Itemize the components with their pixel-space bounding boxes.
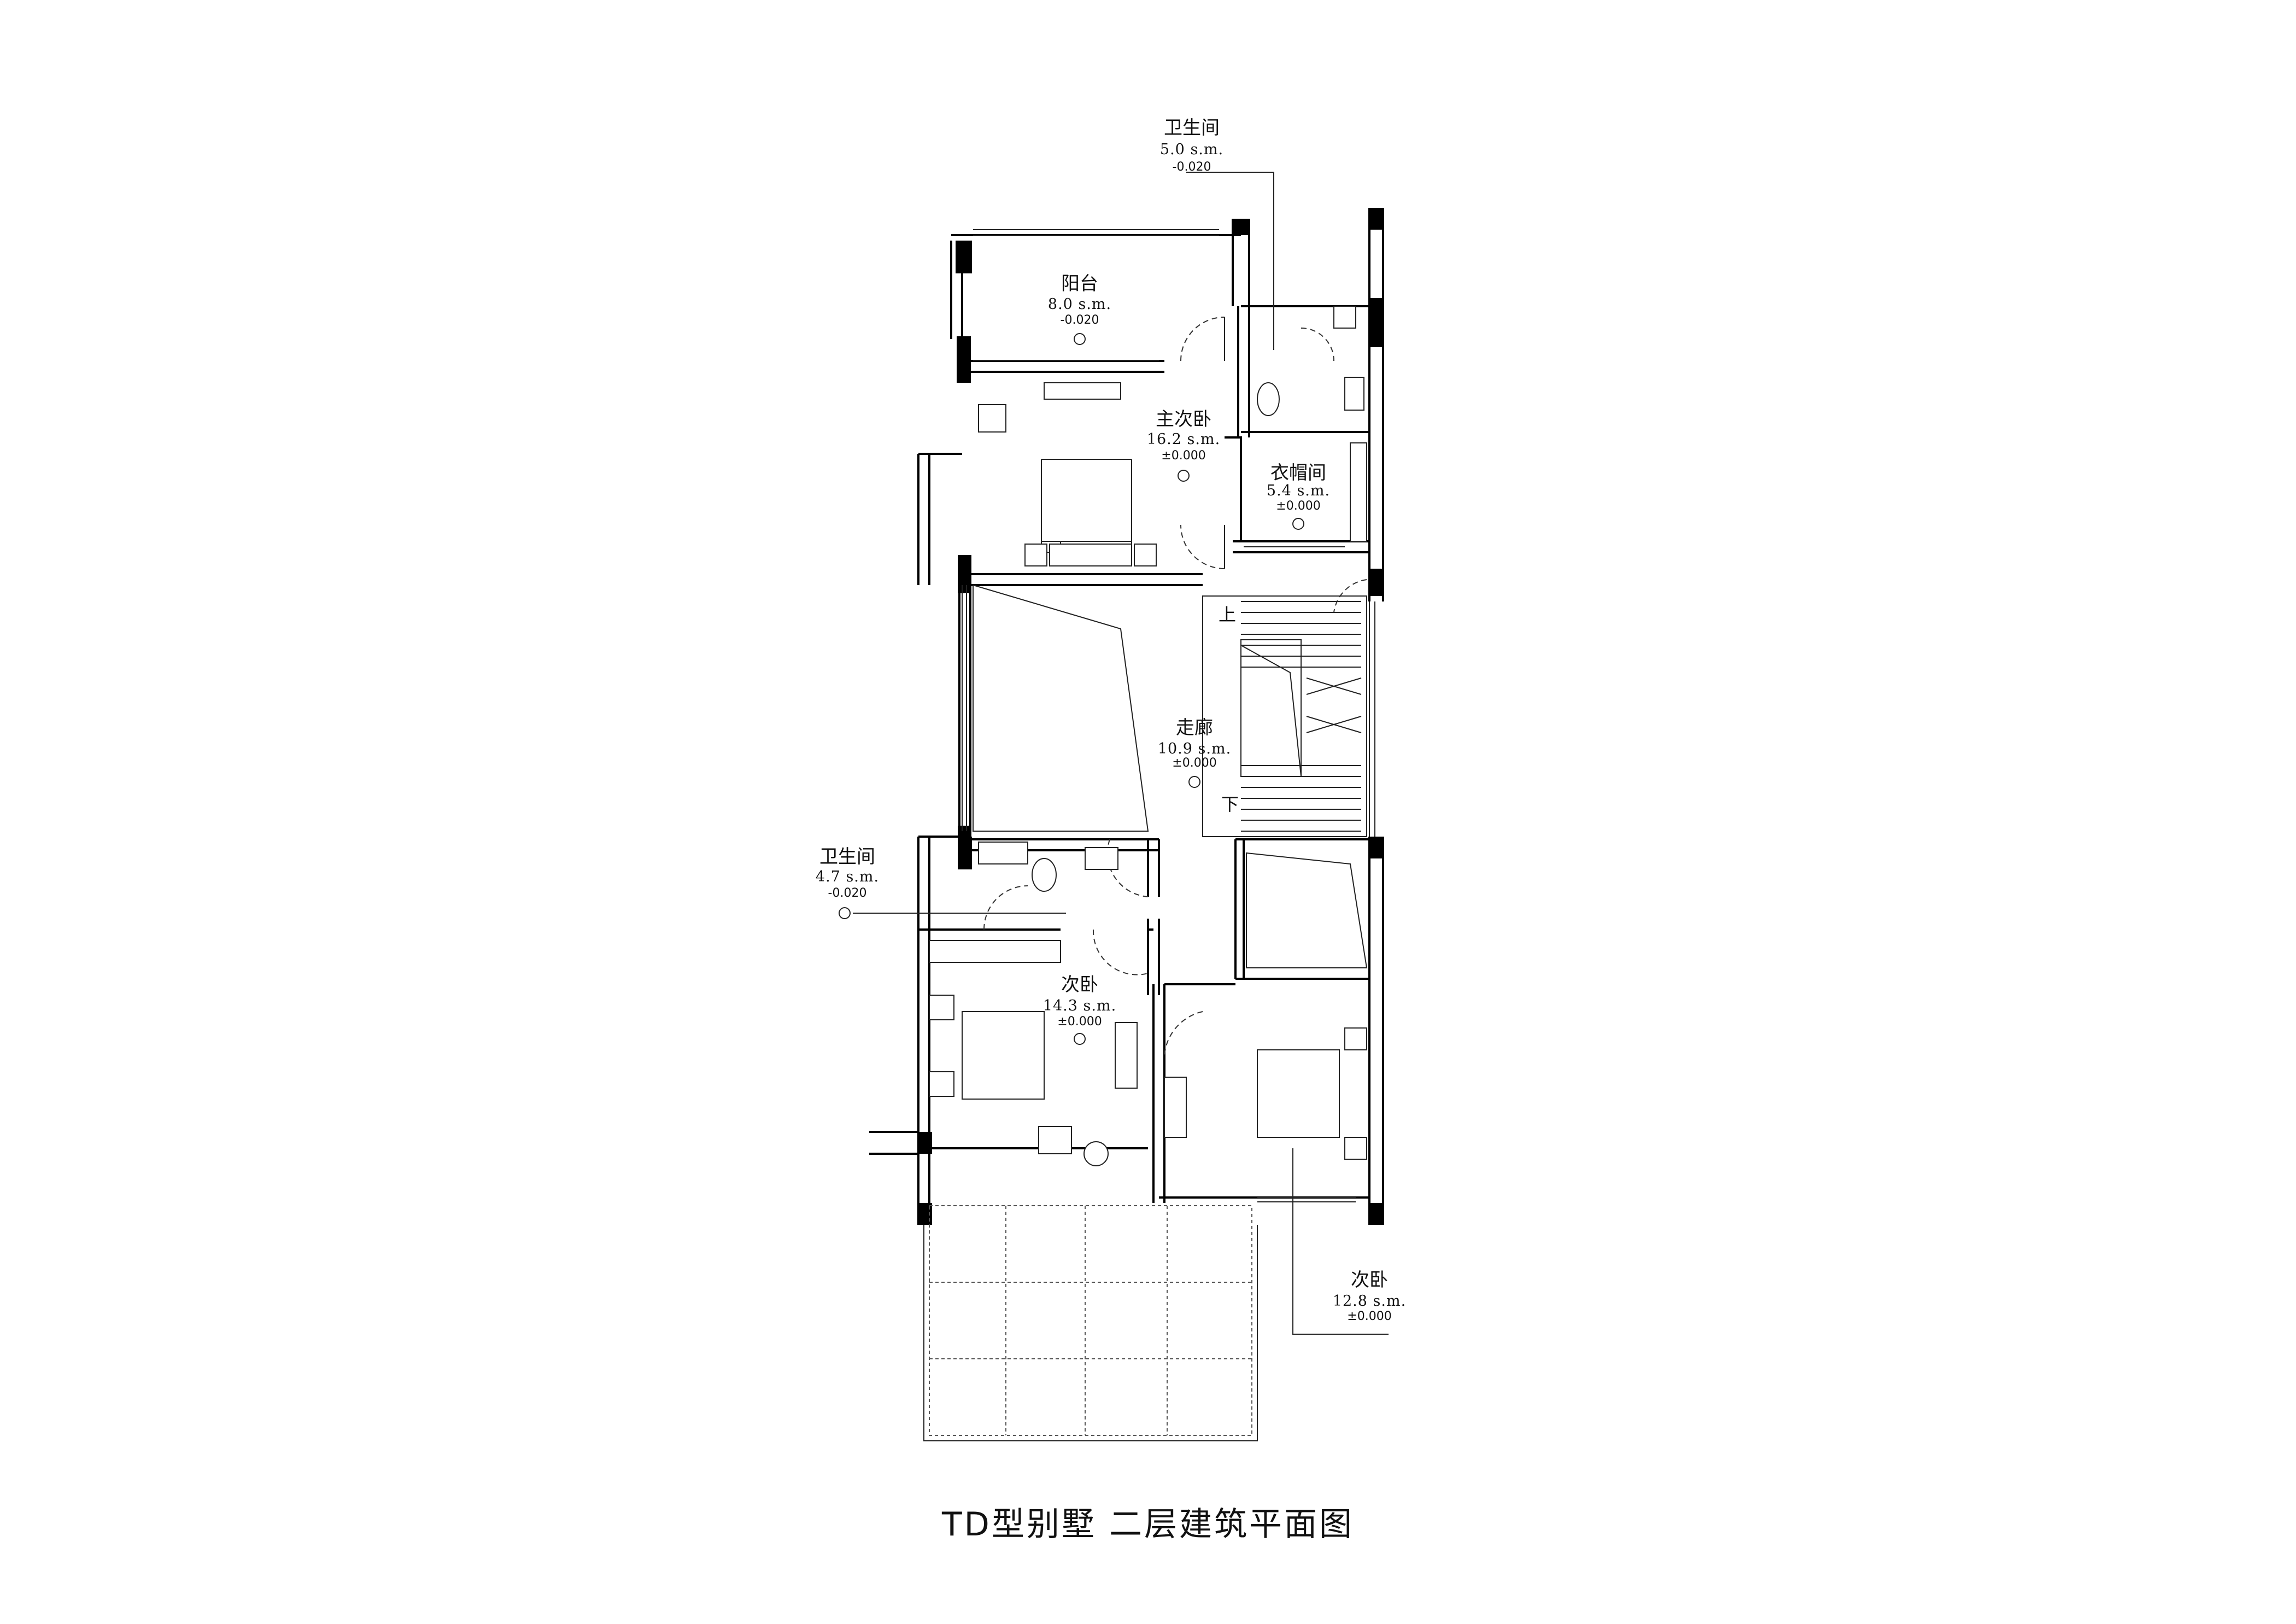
room-label-bedroom-2: 次卧 14.3 s.m. ±0.000 [1043,974,1116,1045]
room-level: -0.020 [1061,313,1099,327]
nightstand-icon [1134,544,1157,566]
level-marker-icon [1178,470,1190,482]
level-marker-icon [1292,518,1304,530]
room-area: 10.9 s.m. [1158,740,1231,757]
sink-icon [1344,377,1364,411]
room-label-master-bedroom: 主次卧 16.2 s.m. ±0.000 [1147,408,1220,482]
room-name: 阳台 [1061,273,1098,295]
room-area: 5.4 s.m. [1267,482,1330,499]
interior-walls [929,305,1369,995]
room-area: 12.8 s.m. [1333,1293,1406,1310]
toilet-icon [1257,382,1280,416]
toilet-icon [1032,858,1057,892]
furniture [929,306,1367,1166]
wardrobe [1350,442,1367,542]
room-area: 8.0 s.m. [1048,296,1111,313]
bed-icon [962,1011,1045,1100]
room-name: 衣帽间 [1270,462,1326,484]
room-name: 主次卧 [1156,408,1211,430]
drawing-title: TD型别墅 二层建筑平面图 [941,1505,1354,1544]
master-bed [1041,459,1132,553]
armchair-icon [978,404,1006,433]
room-level: -0.020 [1173,160,1211,174]
room-name: 次卧 [1351,1269,1388,1291]
windows [962,229,1375,1202]
leader-lines [853,172,1389,1335]
room-label-bedroom-3: 次卧 12.8 s.m. ±0.000 [1333,1269,1406,1323]
room-level: ±0.000 [1347,1310,1391,1323]
level-marker-icon [1188,776,1200,788]
room-level: -0.020 [828,886,867,900]
sink-icon [1085,847,1118,870]
wardrobe [929,940,1061,963]
room-name: 次卧 [1061,974,1098,996]
level-marker-icon [1074,1033,1086,1045]
exterior-walls [869,208,1384,1225]
room-label-corridor: 走廊 10.9 s.m. ±0.000 [1158,717,1231,788]
void-area [973,584,1368,968]
room-name: 卫生间 [819,846,875,868]
level-marker-icon [1074,333,1086,345]
desk [1115,1022,1138,1089]
nightstand-icon [1024,544,1047,566]
level-marker-icon [839,907,851,919]
nightstand-icon [929,1071,954,1097]
room-level: ±0.000 [1057,1015,1102,1029]
bathtub-icon [978,842,1028,864]
armchair-icon [1038,1126,1072,1154]
stair-down-label: 下 [1221,794,1239,815]
room-level: ±0.000 [1172,756,1216,770]
stair-up-label: 上 [1219,604,1236,625]
staircase [1202,595,1367,837]
nightstand-icon [929,995,954,1020]
tv-cabinet [1044,382,1121,400]
nightstand-icon [1344,1027,1367,1050]
room-area: 14.3 s.m. [1043,997,1116,1014]
room-area: 5.0 s.m. [1160,141,1223,158]
nightstand-icon [1344,1137,1367,1160]
room-name: 走廊 [1176,717,1213,739]
room-area: 4.7 s.m. [816,868,879,885]
bed-icon [1257,1049,1340,1138]
terrace-grid [923,1205,1258,1441]
room-level: ±0.000 [1276,499,1320,513]
room-label-bath-top: 卫生间 5.0 s.m. -0.020 [1160,117,1223,174]
room-label-closet: 衣帽间 5.4 s.m. ±0.000 [1267,462,1330,530]
room-label-balcony: 阳台 8.0 s.m. -0.020 [1048,273,1111,345]
desk [1164,1077,1187,1138]
room-level: ±0.000 [1161,449,1205,463]
room-label-bath-left: 卫生间 4.7 s.m. -0.020 [816,846,879,919]
room-area: 16.2 s.m. [1147,431,1220,448]
room-name: 卫生间 [1164,117,1220,139]
